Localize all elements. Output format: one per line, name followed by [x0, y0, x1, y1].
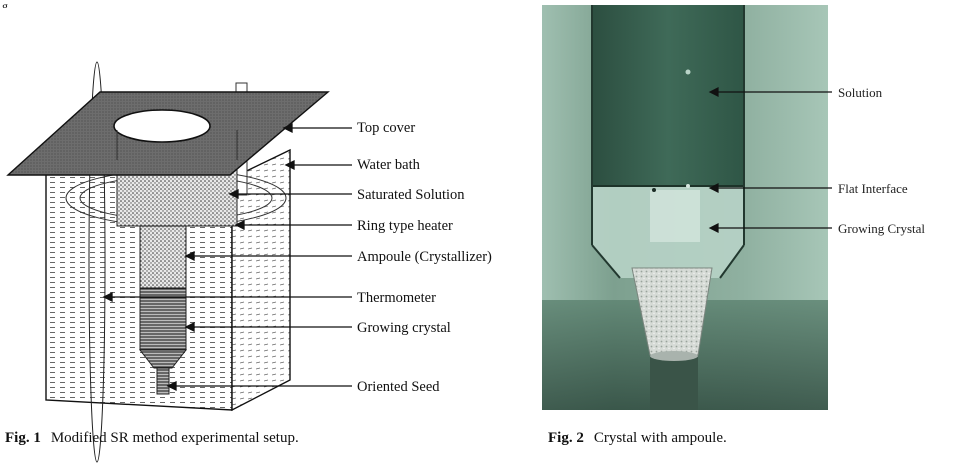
- label-flat-interface: Flat Interface: [838, 181, 908, 196]
- label-growing-crystal: Growing crystal: [357, 320, 451, 336]
- ampoule-upper: [139, 225, 187, 289]
- label-solution: Solution: [838, 85, 883, 100]
- label-saturated-solution: Saturated Solution: [357, 187, 465, 203]
- growing-crystal-region: [139, 287, 187, 351]
- figure-1: Top cover Water bath Saturated Solution …: [5, 61, 492, 463]
- label-ring-heater: Ring type heater: [357, 218, 453, 234]
- cropped-text-fragment: g: [2, 0, 8, 8]
- label-oriented-seed: Oriented Seed: [357, 379, 440, 395]
- label-ampoule: Ampoule (Crystallizer): [357, 249, 492, 265]
- thermometer-icon: [88, 61, 106, 463]
- label-growing-crystal-photo: Growing Crystal: [838, 221, 925, 236]
- photo-leader-arrows: [708, 87, 832, 233]
- figure-1-caption-text: Modified SR method experimental setup.: [50, 430, 299, 446]
- leader-arrows: [102, 122, 352, 392]
- water-bath-side: [231, 148, 291, 412]
- figure-1-number: Fig. 1: [5, 430, 41, 446]
- ampoule-stem: [650, 355, 698, 410]
- label-top-cover: Top cover: [357, 120, 415, 136]
- solution-region: [592, 5, 744, 185]
- figure-2-number: Fig. 2: [548, 430, 584, 446]
- figure-2: Solution Flat Interface Growing Crystal …: [520, 0, 954, 469]
- figure-2-caption: Fig. 2 Crystal with ampoule.: [548, 430, 727, 447]
- label-thermometer: Thermometer: [357, 290, 436, 306]
- setup-schematic: Top cover Water bath Saturated Solution …: [6, 61, 492, 463]
- figure-1-caption: Fig. 1 Modified SR method experimental se…: [5, 430, 299, 447]
- ampoule-taper: [138, 349, 188, 369]
- oriented-seed-region: [156, 367, 170, 395]
- figure-2-caption-text: Crystal with ampoule.: [593, 430, 727, 446]
- cover-opening: [113, 109, 211, 143]
- label-water-bath: Water bath: [357, 157, 421, 173]
- crystal-photo: Solution Flat Interface Growing Crystal: [542, 5, 925, 410]
